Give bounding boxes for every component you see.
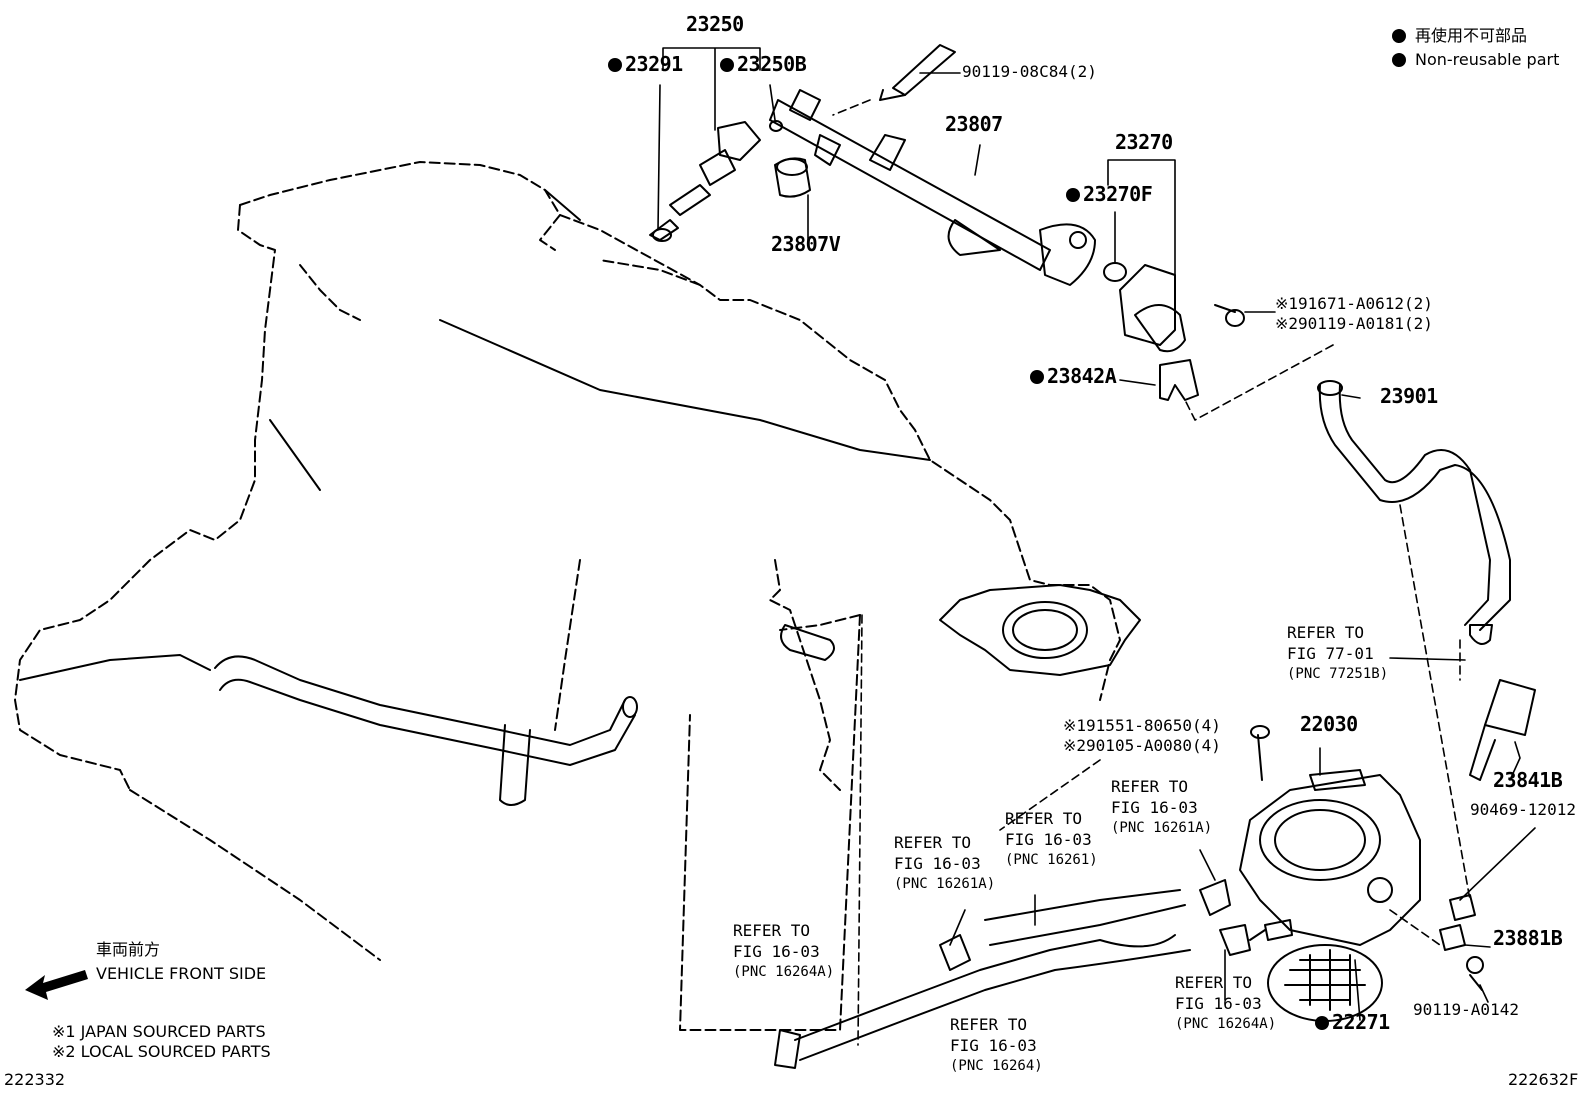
o-ring-23270f: [1103, 262, 1127, 282]
part-label-191551-80650[interactable]: ※191551-80650(4): [1063, 716, 1221, 735]
fuel-pipe-23270: [1119, 264, 1186, 353]
legend-label-jp: 再使用不可部品: [1415, 26, 1528, 45]
legend-label-en: Non-reusable part: [1415, 50, 1560, 69]
part-label-22030[interactable]: 22030: [1300, 712, 1358, 736]
injector: [649, 121, 761, 242]
non-reusable-dot: [720, 58, 734, 72]
non-reusable-dot: [608, 58, 622, 72]
non-reusable-dot: [1315, 1016, 1329, 1030]
engine-lines: [19, 189, 931, 681]
legend-row-jp: 再使用不可部品: [1392, 24, 1559, 48]
bolt-191551: [1250, 725, 1270, 781]
bolt-90119: [879, 44, 956, 101]
part-label-290105-a0080[interactable]: ※290105-A0080(4): [1063, 736, 1221, 755]
leader-lines: [657, 47, 1536, 1021]
part-label-191671-a0612[interactable]: ※191671-A0612(2): [1275, 294, 1433, 313]
clamp-23841b: [1469, 679, 1536, 781]
clip-23842a: [1159, 359, 1199, 401]
part-label-23842a[interactable]: 23842A: [1030, 366, 1117, 386]
part-label-23291[interactable]: 23291: [608, 54, 683, 74]
note-local-sourced: ※2 LOCAL SOURCED PARTS: [52, 1042, 271, 1061]
insulator-23807v: [774, 157, 811, 198]
part-label-90119-a0142[interactable]: 90119-A0142: [1413, 1000, 1519, 1019]
part-label-23881b[interactable]: 23881B: [1493, 926, 1563, 950]
part-label-90469-12012[interactable]: 90469-12012: [1470, 800, 1576, 819]
non-reusable-dot: [1030, 370, 1044, 384]
dashed-leaders: [832, 99, 1471, 1046]
screw-90119-a0142: [1466, 956, 1484, 991]
illustration-code-right: 222632F: [1508, 1070, 1579, 1089]
vehicle-front-label-en: VEHICLE FRONT SIDE: [96, 964, 267, 983]
water-pipe-left: [214, 655, 638, 806]
non-reusable-dot: [1392, 29, 1406, 43]
vehicle-front-label-jp: 車両前方: [96, 940, 161, 959]
part-label-23270[interactable]: 23270: [1115, 130, 1173, 154]
part-label-23250b[interactable]: 23250B: [720, 54, 807, 74]
vehicle-front-arrow: [25, 970, 88, 1000]
non-reusable-dot: [1392, 53, 1406, 67]
engine-outline: [14, 161, 1121, 1031]
part-label-23270f[interactable]: 23270F: [1066, 184, 1153, 204]
bolt-191671: [1214, 304, 1245, 327]
part-label-23901[interactable]: 23901: [1380, 384, 1438, 408]
legend: 再使用不可部品 Non-reusable part: [1392, 24, 1559, 72]
throttle-body-22030: [1239, 769, 1421, 946]
non-reusable-dot: [1066, 188, 1080, 202]
part-label-22271[interactable]: 22271: [1315, 1012, 1390, 1032]
o-ring-23250b: [769, 120, 783, 132]
illustration-code-left: 222332: [4, 1070, 66, 1089]
intake-flange: [780, 584, 1141, 676]
part-label-23807[interactable]: 23807: [945, 112, 1003, 136]
part-label-23841b[interactable]: 23841B: [1493, 768, 1563, 792]
part-label-23250[interactable]: 23250: [686, 12, 744, 36]
part-label-290119-a0181[interactable]: ※290119-A0181(2): [1275, 314, 1433, 333]
hoses-lower: [774, 889, 1191, 1069]
part-label-23807v[interactable]: 23807V: [771, 232, 841, 256]
part-label-90119-08c84[interactable]: 90119-08C84(2): [962, 62, 1097, 81]
fuel-hose-23901: [1317, 380, 1511, 645]
fuel-delivery-pipe: [769, 89, 1096, 286]
legend-row-en: Non-reusable part: [1392, 48, 1559, 72]
note-japan-sourced: ※1 JAPAN SOURCED PARTS: [52, 1022, 266, 1041]
